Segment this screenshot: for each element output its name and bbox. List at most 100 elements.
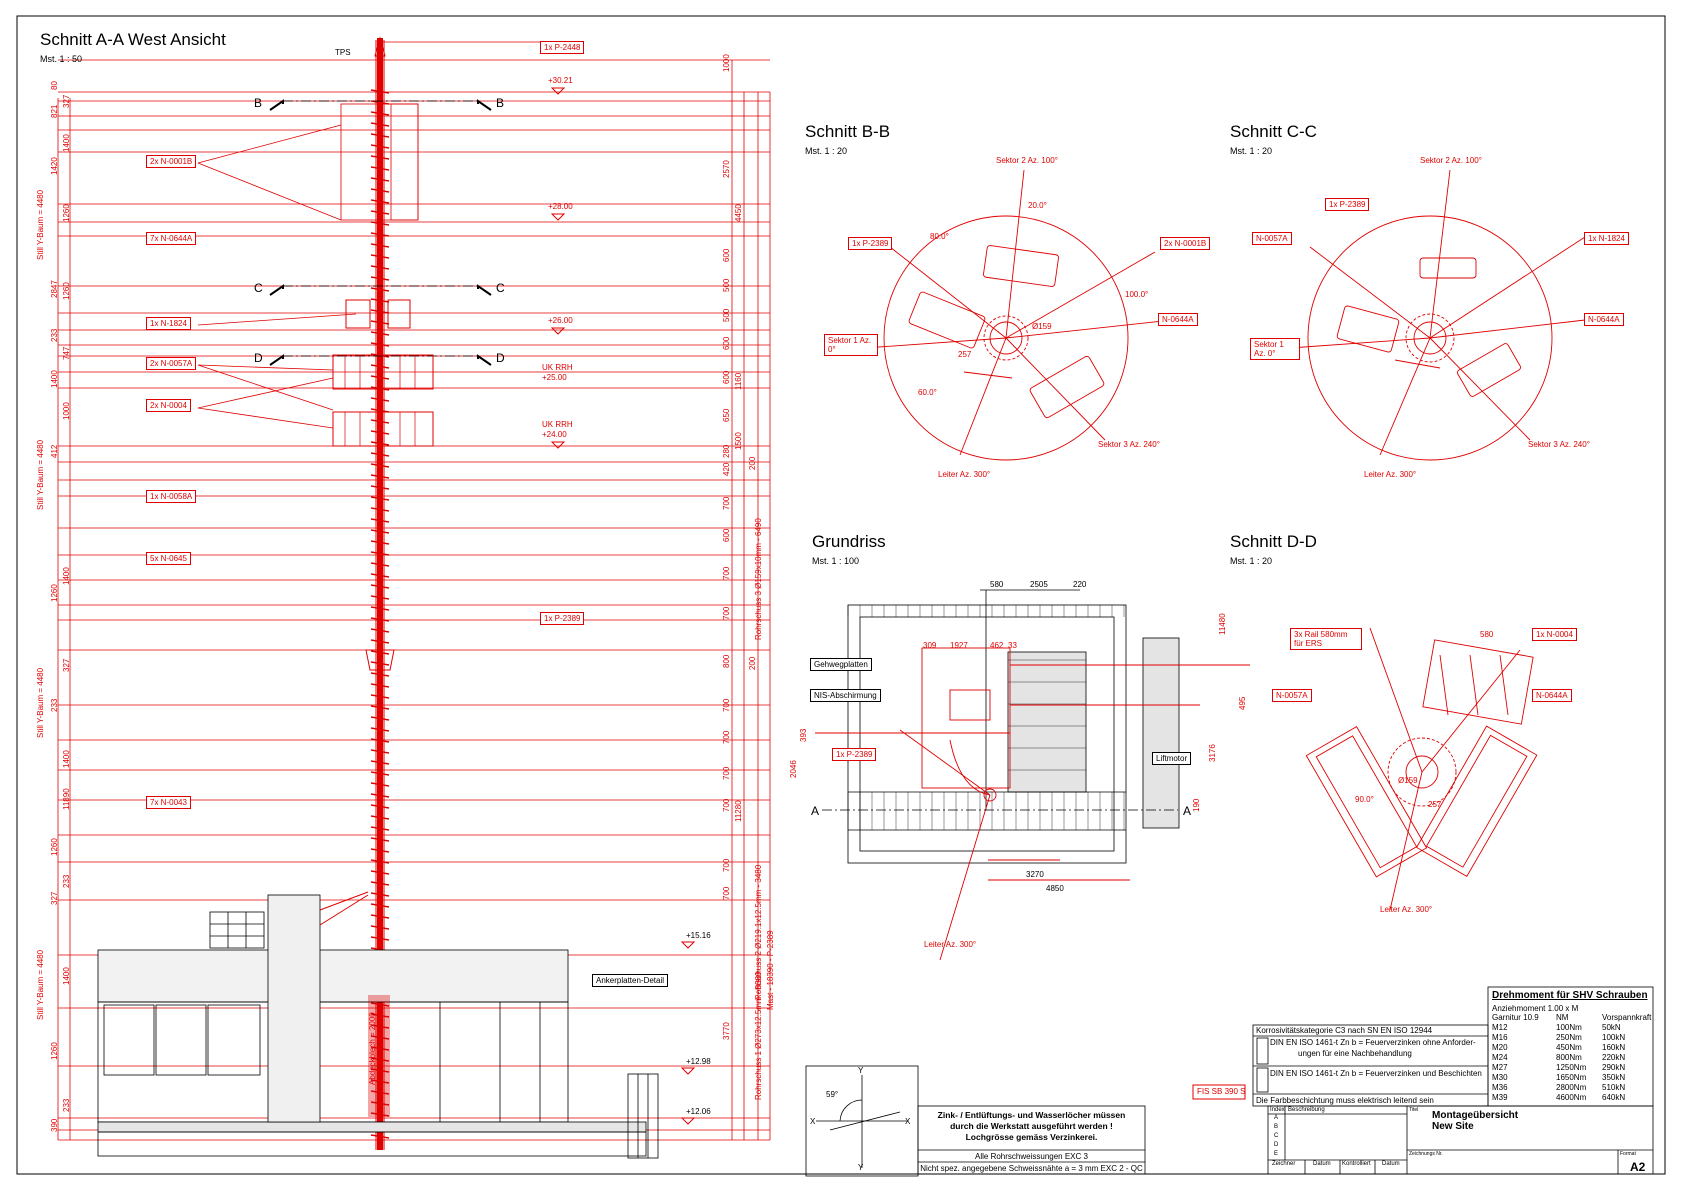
tb-title1: Montageübersicht [1432,1110,1519,1121]
torque-cell: 510kN [1602,1083,1626,1092]
bb-callout: 2x N-0001B [1160,237,1211,250]
left-dim: 233 [50,698,59,712]
level-label: +12.98 [686,1057,711,1066]
left-dim-total: Still Y-Baum = 4480 [36,439,45,510]
left-dim: 1400 [62,134,71,152]
torque-cell: 800Nm [1556,1053,1582,1062]
right-dim: 700 [722,730,731,744]
section-cc-title: Schnitt C-C [1230,122,1317,141]
left-dim: 1400 [62,750,71,768]
dd-leiter: Leiter Az. 300° [1380,905,1433,914]
cc-callout: 1x N-1824 [1584,232,1629,245]
torque-cell: 4600Nm [1556,1093,1587,1102]
abdeckblech-label: Abdeckblech = 2000 [368,1012,377,1085]
section-cc-scale: Mst. 1 : 20 [1230,146,1273,156]
corrosion-option: DIN EN ISO 1461-t Zn b = Feuerverzinken … [1270,1069,1482,1078]
torque-cell: 1650Nm [1556,1073,1587,1082]
left-dim: 233 [62,1098,71,1112]
torque-sub: Anziehmoment 1.00 x M [1492,1004,1579,1013]
left-dim: 327 [62,658,71,672]
callout-label: 2x N-0004 [146,399,191,412]
left-dim: 1260 [50,838,59,856]
left-dim: 233 [50,328,59,342]
torque-cell: 50kN [1602,1023,1621,1032]
section-mark-c-right: C [496,281,505,295]
tb-datum: Datum [1313,1161,1331,1167]
uk-rrh-label: UK RRH [542,363,573,372]
bb-callout: N-0644A [1158,313,1198,326]
level-label: +25.00 [542,373,567,382]
right-dim: 700 [722,496,731,510]
corrosion-option: DIN EN ISO 1461-t Zn b = Feuerverzinken … [1270,1038,1476,1047]
dd-dim: 257 [1428,800,1442,809]
torque-cell: M16 [1492,1033,1508,1042]
torque-cell: M27 [1492,1063,1508,1072]
left-dim: 747 [62,346,71,360]
cc-leiter: Leiter Az. 300° [1364,470,1417,479]
grundriss-dim: 2046 [789,760,798,778]
bb-sektor1: Sektor 1 Az. 0° [824,334,878,356]
right-dim-total: 1500 [734,432,743,450]
zinc-note-line: durch die Werkstatt ausgeführt werden ! [950,1121,1113,1131]
level-label: +28.00 [548,202,573,211]
section-bb-view [864,169,1173,461]
dd-callout: N-0057A [1272,689,1312,702]
torque-cell: M36 [1492,1083,1508,1092]
axis-y-top: Y [858,1066,864,1075]
level-label: +12.06 [686,1107,711,1116]
torque-cell: 1250Nm [1556,1063,1587,1072]
callout-label: 5x N-0645 [146,552,191,565]
torque-cell: 100Nm [1556,1023,1582,1032]
axis-angle: 59° [826,1090,839,1099]
grundriss-dim: 33 [1008,641,1017,650]
callout-label: 2x N-0057A [146,357,197,370]
level-label: +24.00 [542,430,567,439]
left-dim-total: Still Y-Baum = 4480 [36,189,45,260]
section-dd-scale: Mst. 1 : 20 [1230,556,1273,566]
right-dim-total: 200 [748,656,757,670]
section-mark-b-right: B [496,96,505,110]
right-dim: 700 [722,566,731,580]
left-dim: 80 [50,81,59,90]
axis-y-bottom: Y [858,1163,864,1172]
tb-title2: New Site [1432,1121,1474,1132]
right-dim: 500 [722,308,731,322]
cc-callout: N-0644A [1584,313,1624,326]
callout-label: 1x N-1824 [146,317,191,330]
tb-zeichner: Zeichner [1272,1161,1296,1167]
tb-kontrolliert: Kontrolliert [1342,1161,1371,1167]
right-dim: 700 [722,798,731,812]
grundriss-dim: 190 [1192,798,1201,812]
left-dim: 327 [50,891,59,905]
grundriss-dim: 3176 [1208,744,1217,762]
corrosion-option: ungen für eine Nachbehandlung [1298,1049,1412,1058]
left-dim: 1260 [50,1042,59,1060]
grundriss-dim: 309 [923,641,937,650]
section-bb-title: Schnitt B-B [805,122,891,141]
section-bb-scale: Mst. 1 : 20 [805,146,848,156]
grundriss-callout: Liftmotor [1152,752,1192,765]
right-dim: 500 [722,278,731,292]
left-dim: 2847 [50,280,59,298]
tb-index-row: D [1274,1142,1279,1148]
right-dim: 700 [722,698,731,712]
cc-callout: 1x P-2389 [1325,198,1370,211]
dd-rail: 3x Rail 580mm für ERS [1290,628,1362,650]
right-dim: 280 [722,444,731,458]
right-dim: 600 [722,336,731,350]
torque-head: Vorspannkraft [1602,1013,1652,1022]
left-dim: 1400 [50,370,59,388]
left-dim: 1260 [62,204,71,222]
tb-index-row: A [1274,1115,1279,1121]
right-dim: 600 [722,528,731,542]
weld-note: Nicht spez. angegebene Schweissnähte a =… [920,1164,1143,1173]
level-label: +26.00 [548,316,573,325]
grundriss-dim: 393 [799,728,808,742]
uk-rrh-label: UK RRH [542,420,573,429]
left-dim-total: Still Y-Baum = 4480 [36,949,45,1020]
